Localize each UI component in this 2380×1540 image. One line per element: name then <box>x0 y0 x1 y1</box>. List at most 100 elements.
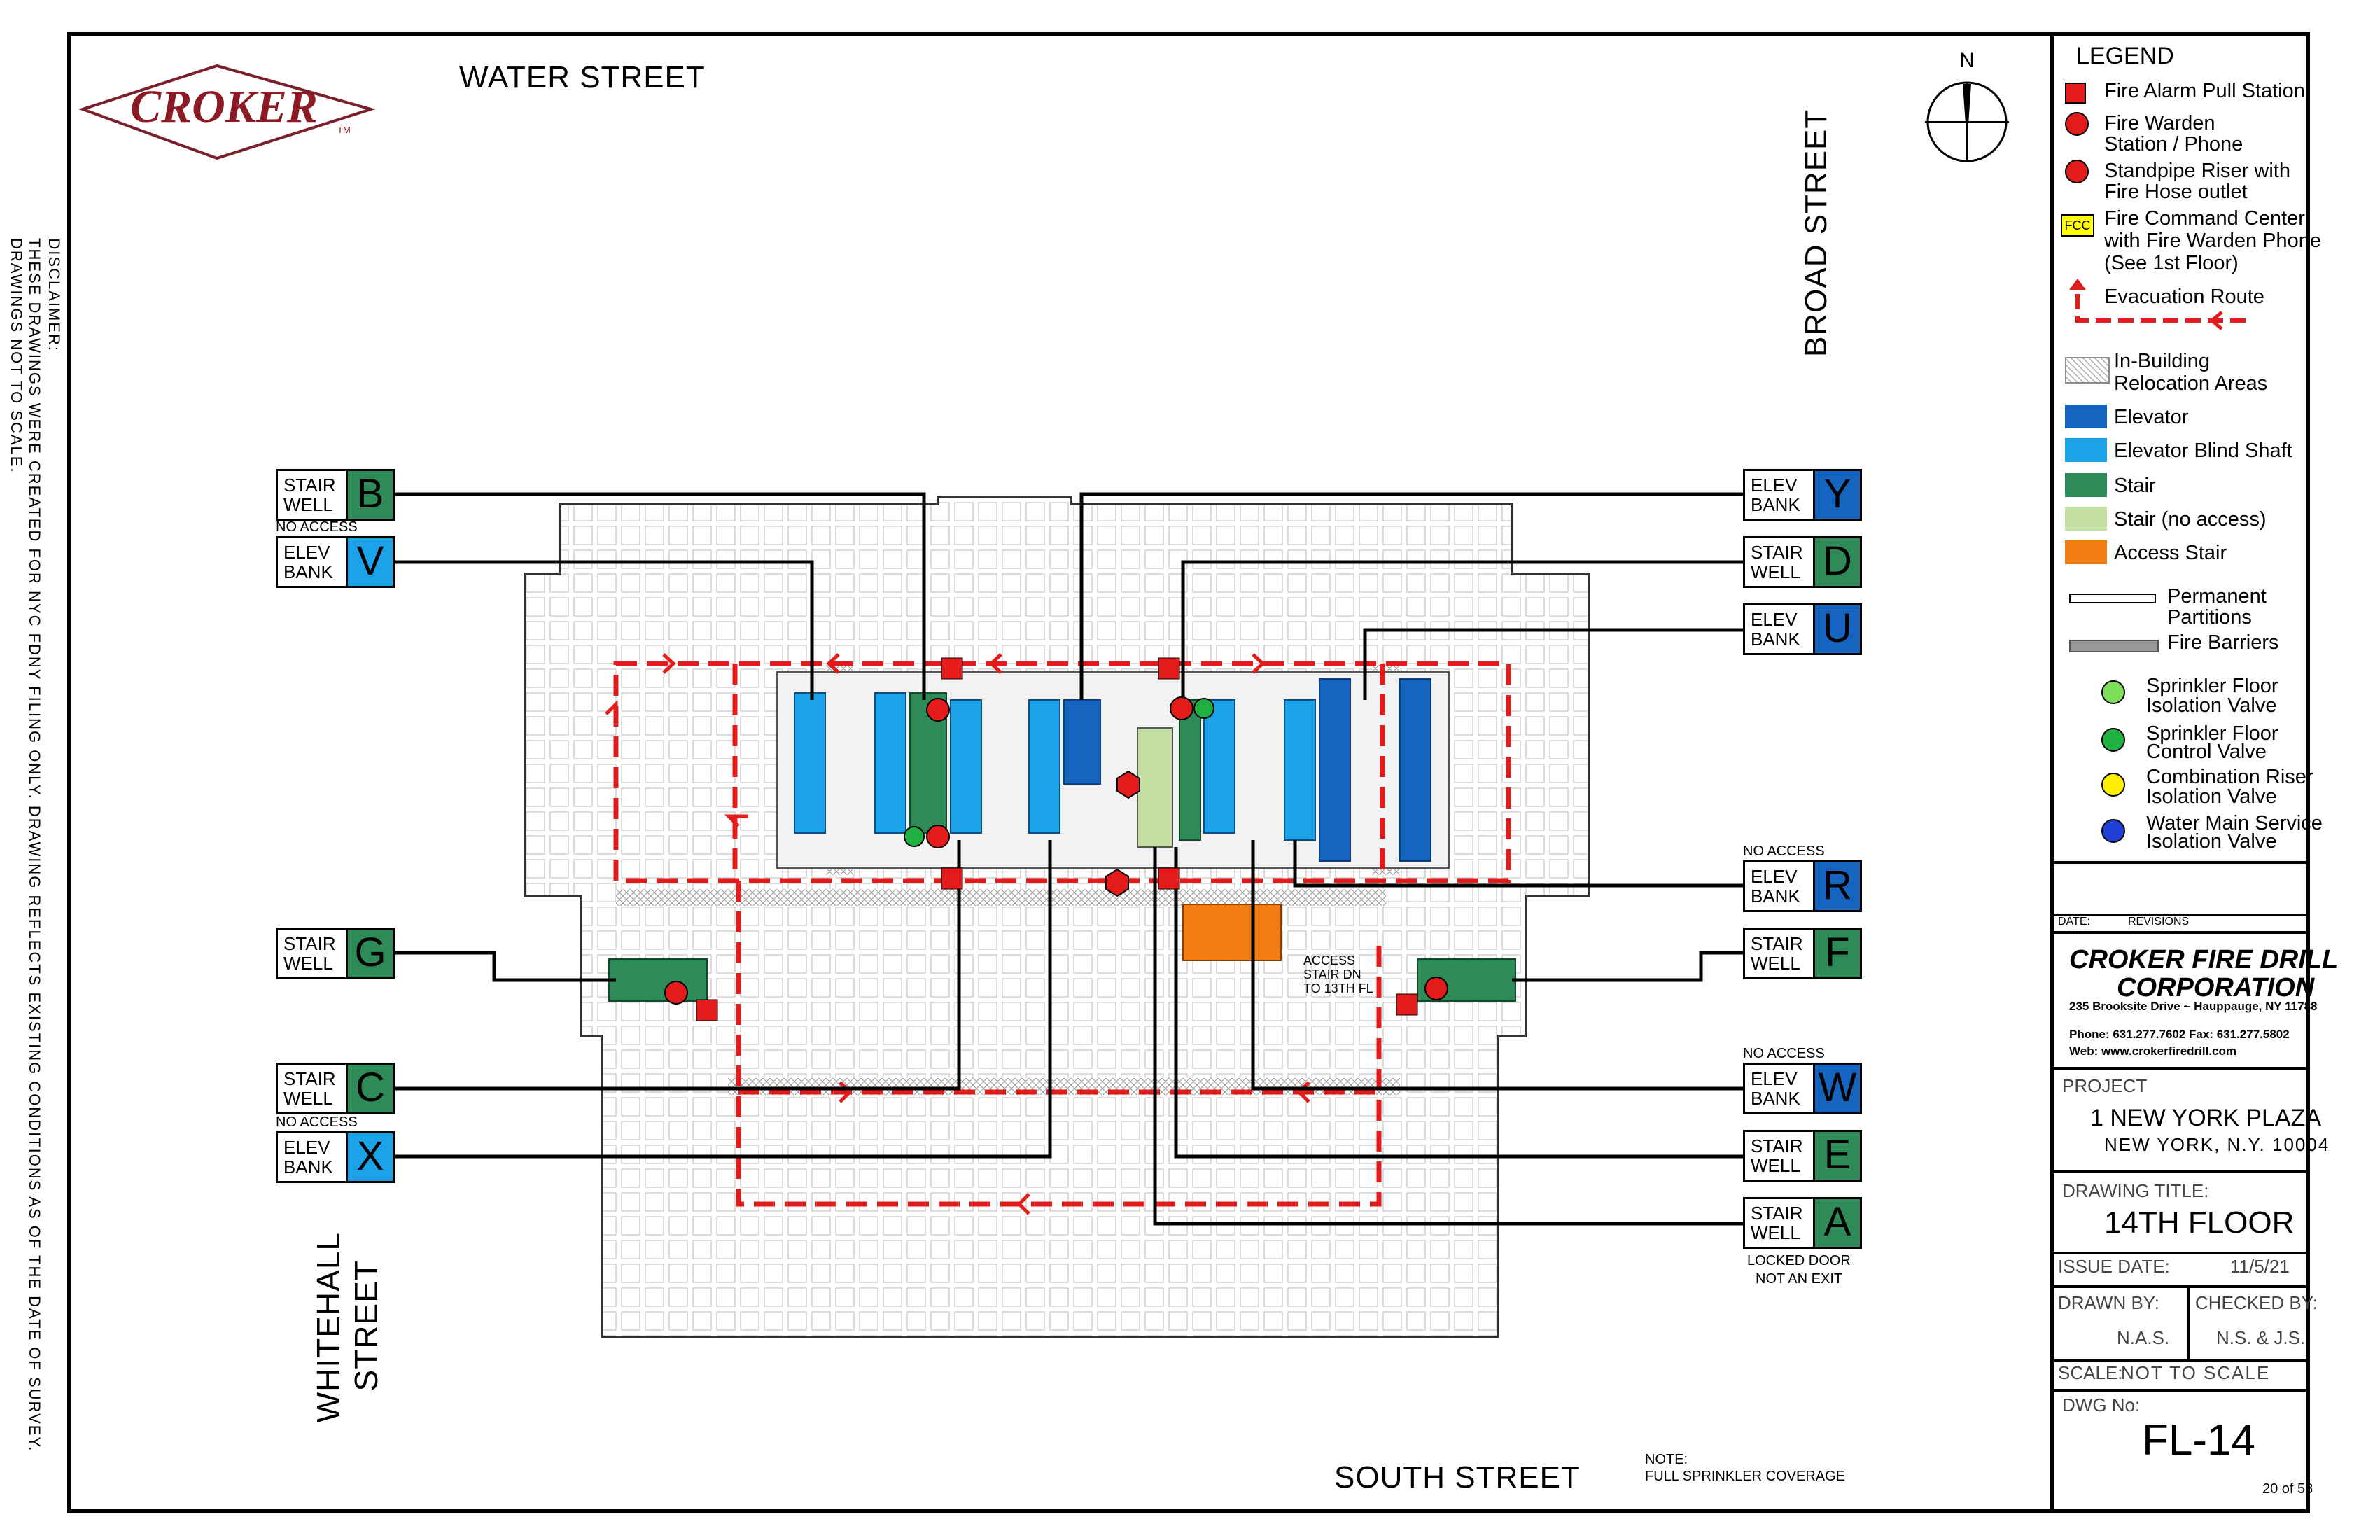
tb-project-name: 1 NEW YORK PLAZA <box>2090 1105 2322 1131</box>
callout-label-line1: STAIR <box>1751 1135 1803 1156</box>
tb-revisions-label: REVISIONS <box>2128 916 2190 927</box>
callout-letter: R <box>1813 860 1862 912</box>
tb-address: 235 Brooksite Drive ~ Hauppauge, NY 1178… <box>2069 1000 2318 1013</box>
tb-drawing-title-label: DRAWING TITLE: <box>2062 1180 2209 1201</box>
callout-label-line2: BANK <box>1751 629 1800 650</box>
logo-tm: TM <box>337 125 351 135</box>
callout-letter: G <box>346 927 395 979</box>
callout-x-note: NO ACCESS <box>276 1114 358 1130</box>
titleblock-divider <box>2050 32 2054 1513</box>
legend-fcc-1: Fire Command Center <box>2104 207 2305 230</box>
callout-letter: V <box>346 536 395 588</box>
legend-blind: Elevator Blind Shaft <box>2114 440 2292 462</box>
callout-letter: W <box>1813 1063 1862 1114</box>
legend-warden-1: Fire Warden <box>2104 112 2216 134</box>
callout-letter: B <box>346 469 395 521</box>
sprinkler-control-valve-icon <box>2101 728 2125 752</box>
legend-sfiv-2: Isolation Valve <box>2146 694 2277 717</box>
callout-letter: D <box>1813 536 1862 588</box>
tb-rule <box>2054 1067 2310 1070</box>
callout-label-line1: STAIR <box>284 933 336 954</box>
callout-a-note-2: NOT AN EXIT <box>1756 1271 1843 1287</box>
tb-project-city: NEW YORK, N.Y. 10004 <box>2104 1134 2330 1155</box>
legend-criv-2: Isolation Valve <box>2146 785 2277 808</box>
relocation-area <box>616 889 1386 906</box>
fire-warden-stations <box>1105 770 1140 897</box>
legend-title: LEGEND <box>2076 43 2174 69</box>
callout-label-line1: ELEV <box>284 1137 330 1158</box>
standpipe-icon <box>2065 160 2089 183</box>
north-label: N <box>1959 49 1975 72</box>
legend-fcc-3: (See 1st Floor) <box>2104 252 2239 274</box>
callout-a-note-1: LOCKED DOOR <box>1747 1253 1851 1268</box>
callout-label-line1: STAIR <box>1751 933 1803 954</box>
evacuation-route <box>613 661 1511 1207</box>
stair-swatch <box>2065 473 2107 497</box>
north-arrow: N <box>1918 46 2016 172</box>
legend-fcc-2: with Fire Warden Phone <box>2104 230 2322 252</box>
fp-icon <box>2065 83 2086 104</box>
callout-label-line2: BANK <box>1751 494 1800 515</box>
tb-project-label: PROJECT <box>2062 1075 2148 1096</box>
callout-label-line2: BANK <box>1751 1088 1800 1109</box>
tb-scale-label: SCALE: <box>2058 1362 2123 1383</box>
tb-checked-by: N.S. & J.S. <box>2216 1327 2306 1348</box>
legend-elevator: Elevator <box>2114 406 2189 428</box>
tb-sheet: 20 of 58 <box>2262 1481 2314 1497</box>
callout-label-line2: WELL <box>284 953 333 974</box>
fire-alarm-pull-stations <box>696 657 1418 1021</box>
elevator-swatch <box>2065 405 2107 428</box>
legend-relocation-2: Relocation Areas <box>2114 372 2268 395</box>
stair-no-access <box>1137 727 1173 848</box>
tb-company-1: CROKER FIRE DRILL <box>2069 945 2339 974</box>
callout-label-line1: ELEV <box>1751 1068 1798 1089</box>
elevator-bank-r <box>1203 699 1316 841</box>
tb-scale: NOT TO SCALE <box>2121 1362 2271 1383</box>
tb-drawing-title: 14TH FLOOR <box>2104 1205 2295 1240</box>
sprinkler-isolation-valve-icon <box>2101 680 2125 704</box>
callout-label-line1: ELEV <box>1751 475 1798 496</box>
partition-swatch <box>2069 594 2156 603</box>
access-stair-label-3: TO 13TH FL <box>1303 981 1373 995</box>
tb-issue-label: ISSUE DATE: <box>2058 1256 2170 1277</box>
legend-sfcv-1: Sprinkler Floor <box>2146 722 2278 745</box>
tb-rule <box>2054 861 2310 864</box>
callout-label-line1: STAIR <box>284 475 336 496</box>
callout-label-line2: WELL <box>1751 953 1800 974</box>
callout-label-line1: ELEV <box>284 542 330 563</box>
evac-route-icon <box>2069 279 2246 330</box>
access-stair-swatch <box>2065 540 2107 564</box>
tb-drawn-by: N.A.S. <box>2117 1327 2170 1348</box>
legend-warden-2: Station / Phone <box>2104 133 2244 155</box>
tb-web: Web: www.crokerfiredrill.com <box>2069 1044 2237 1058</box>
legend-perm-1: Permanent <box>2167 585 2267 608</box>
note-text: FULL SPRINKLER COVERAGE <box>1645 1469 1846 1484</box>
callout-w-note: NO ACCESS <box>1743 1046 1825 1061</box>
tb-dwg-label: DWG No: <box>2062 1394 2141 1415</box>
warden-icon <box>2065 112 2089 136</box>
legend-sfcv-2: Control Valve <box>2146 741 2267 763</box>
legend-wmsiv-1: Water Main Service <box>2146 812 2323 834</box>
croker-logo: CROKER TM <box>77 60 378 165</box>
tb-issue-date: 11/5/21 <box>2230 1256 2290 1277</box>
callout-letter: A <box>1813 1197 1862 1249</box>
elevator-bank-u <box>1319 678 1432 862</box>
callout-label-line1: ELEV <box>1751 866 1798 887</box>
legend-wmsiv-2: Isolation Valve <box>2146 830 2277 853</box>
tb-rule <box>2054 1389 2310 1392</box>
street-north: WATER STREET <box>459 60 706 94</box>
